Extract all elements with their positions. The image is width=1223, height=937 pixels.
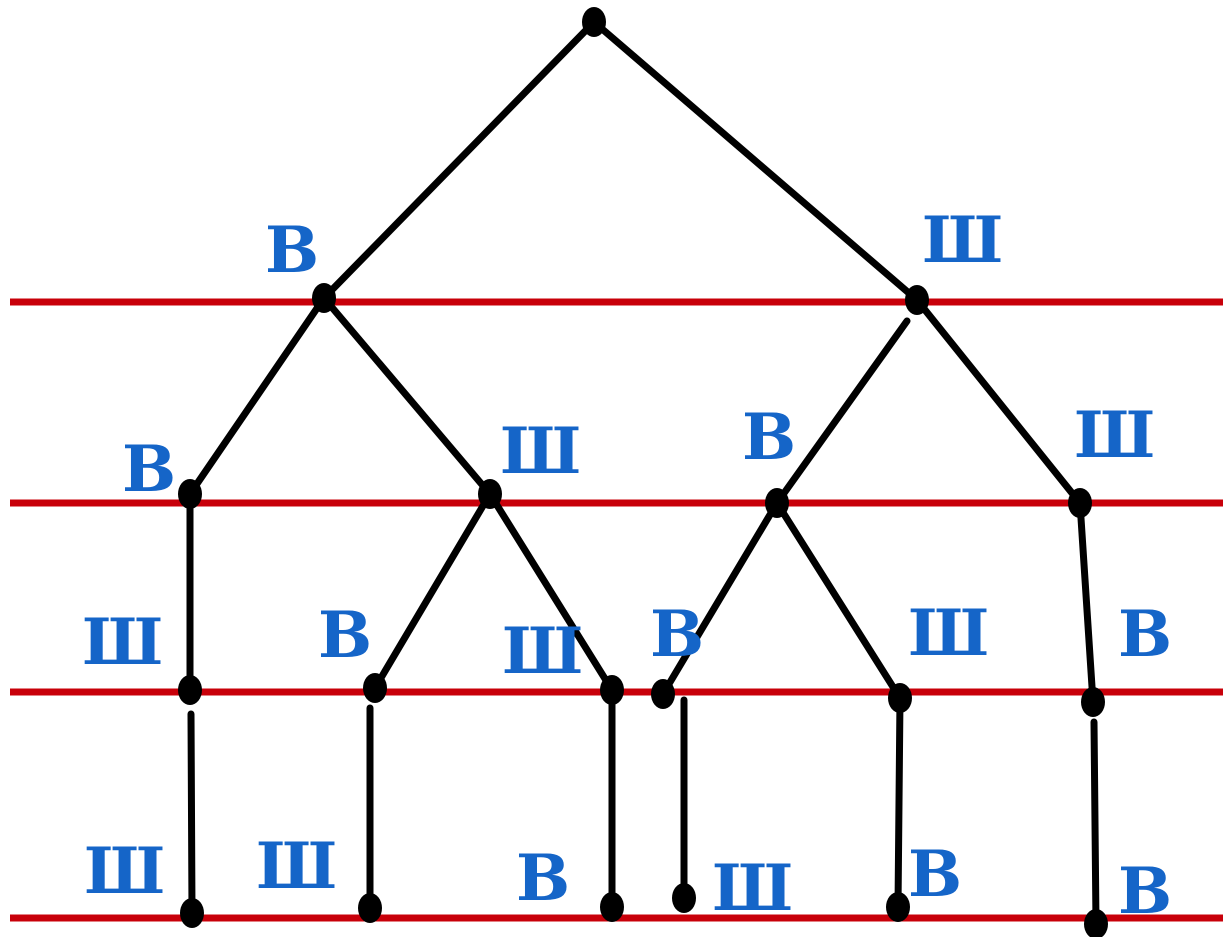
branch-label-l4c: В [516, 841, 570, 916]
tree-edge-5 [773, 317, 911, 507]
tree-node-h [363, 673, 387, 703]
tree-node-b [905, 285, 929, 315]
branch-label-l3e: Ш [908, 596, 989, 671]
tree-edge-2 [590, 18, 921, 304]
branch-label-l2c: В [742, 400, 796, 475]
tree-edge-9 [486, 490, 616, 694]
branch-label-l3f: В [1118, 597, 1172, 672]
tree-edge-12 [1076, 499, 1097, 706]
tree-node-n [180, 898, 204, 928]
branch-label-l2a: В [122, 432, 176, 507]
tree-node-a [312, 283, 336, 313]
branch-label-l1a: В [265, 213, 319, 288]
branch-label-l2b: Ш [500, 414, 581, 489]
tree-edge-10 [659, 499, 781, 698]
tree-node-c [178, 479, 202, 509]
tree-edge-17 [894, 694, 904, 911]
tree-node-s [886, 892, 910, 922]
branch-label-l4d: Ш [712, 851, 793, 926]
tree-node-m [1081, 687, 1105, 717]
branch-label-l3a: Ш [82, 605, 163, 680]
tree-node-t [1084, 909, 1108, 937]
tree-edge-13 [187, 710, 196, 917]
tree-node-o [358, 893, 382, 923]
tree-node-j [651, 679, 675, 709]
tree-node-f [1068, 488, 1092, 518]
branch-label-l3b: В [318, 598, 372, 673]
tree-node-i [600, 675, 624, 705]
tree-edge-11 [773, 499, 904, 702]
branch-label-l4b: Ш [256, 829, 337, 904]
tree-edge-1 [320, 18, 598, 302]
branch-label-l4a: Ш [84, 834, 165, 909]
tree-edges [186, 18, 1100, 928]
tree-node-p [600, 892, 624, 922]
tree-edge-4 [320, 294, 494, 498]
tree-node-g [178, 675, 202, 705]
tree-edge-8 [371, 490, 494, 692]
branch-label-l3d: В [650, 597, 704, 672]
tree-edge-6 [913, 296, 1084, 507]
tree-edge-18 [1090, 718, 1100, 928]
branch-label-l4e: В [908, 837, 962, 912]
tree-node-r [582, 7, 606, 37]
tree-node-q [672, 883, 696, 913]
branch-label-l3c: Ш [502, 614, 583, 689]
branch-label-l4f: В [1118, 854, 1172, 929]
branch-label-l1b: Ш [922, 203, 1003, 278]
tree-node-k [888, 683, 912, 713]
branch-label-l2d: Ш [1074, 398, 1155, 473]
tree-node-e [765, 488, 789, 518]
tree-nodes [178, 7, 1108, 937]
tree-edge-3 [186, 294, 328, 498]
tree-node-d [478, 479, 502, 509]
